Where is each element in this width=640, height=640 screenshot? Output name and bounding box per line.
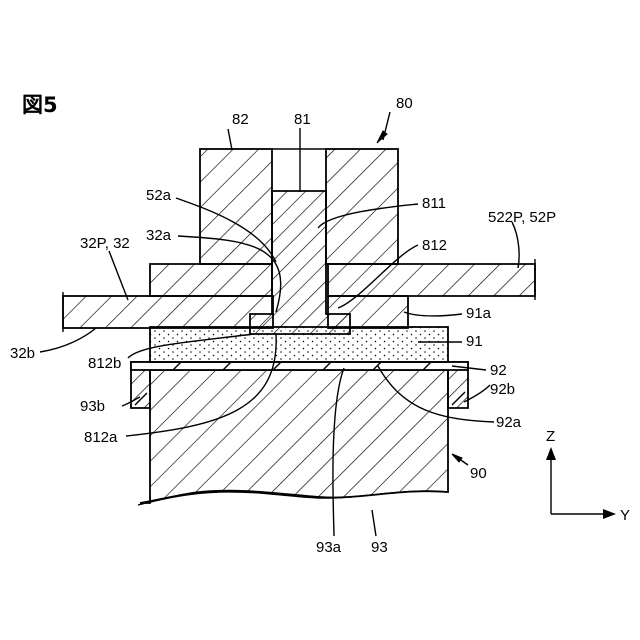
label-90: 90 xyxy=(470,465,487,482)
figure-label: 図5 xyxy=(22,93,58,117)
label-32a: 32a xyxy=(146,227,172,244)
label-91a: 91a xyxy=(466,305,492,322)
plate-522p xyxy=(150,264,535,296)
label-80: 80 xyxy=(396,95,413,112)
label-93b: 93b xyxy=(80,398,105,415)
label-32b: 32b xyxy=(10,345,35,362)
label-812b: 812b xyxy=(88,355,121,372)
axis-z-label: Z xyxy=(546,428,555,445)
label-32p-32: 32P, 32 xyxy=(80,235,130,252)
label-522p-52p: 522P, 52P xyxy=(488,209,556,226)
label-812: 812 xyxy=(422,237,447,254)
label-92b: 92b xyxy=(490,381,515,398)
axis-indicator xyxy=(546,447,616,519)
label-93a: 93a xyxy=(316,539,342,556)
label-92a: 92a xyxy=(496,414,522,431)
label-81: 81 xyxy=(294,111,311,128)
label-812a: 812a xyxy=(84,429,118,446)
ref-90-arrowhead xyxy=(452,454,462,462)
label-811: 811 xyxy=(422,195,446,212)
label-93: 93 xyxy=(371,539,388,556)
plate-32p xyxy=(63,296,273,328)
axis-y-label: Y xyxy=(620,507,630,524)
label-82: 82 xyxy=(232,111,249,128)
bracket-82-left xyxy=(200,149,272,264)
label-92: 92 xyxy=(490,362,507,379)
ref-80-arrowhead xyxy=(377,131,387,143)
label-52a: 52a xyxy=(146,187,172,204)
bracket-82-right xyxy=(326,149,398,264)
cover-92-top xyxy=(131,362,468,370)
label-91: 91 xyxy=(466,333,483,350)
base-93 xyxy=(140,370,448,503)
